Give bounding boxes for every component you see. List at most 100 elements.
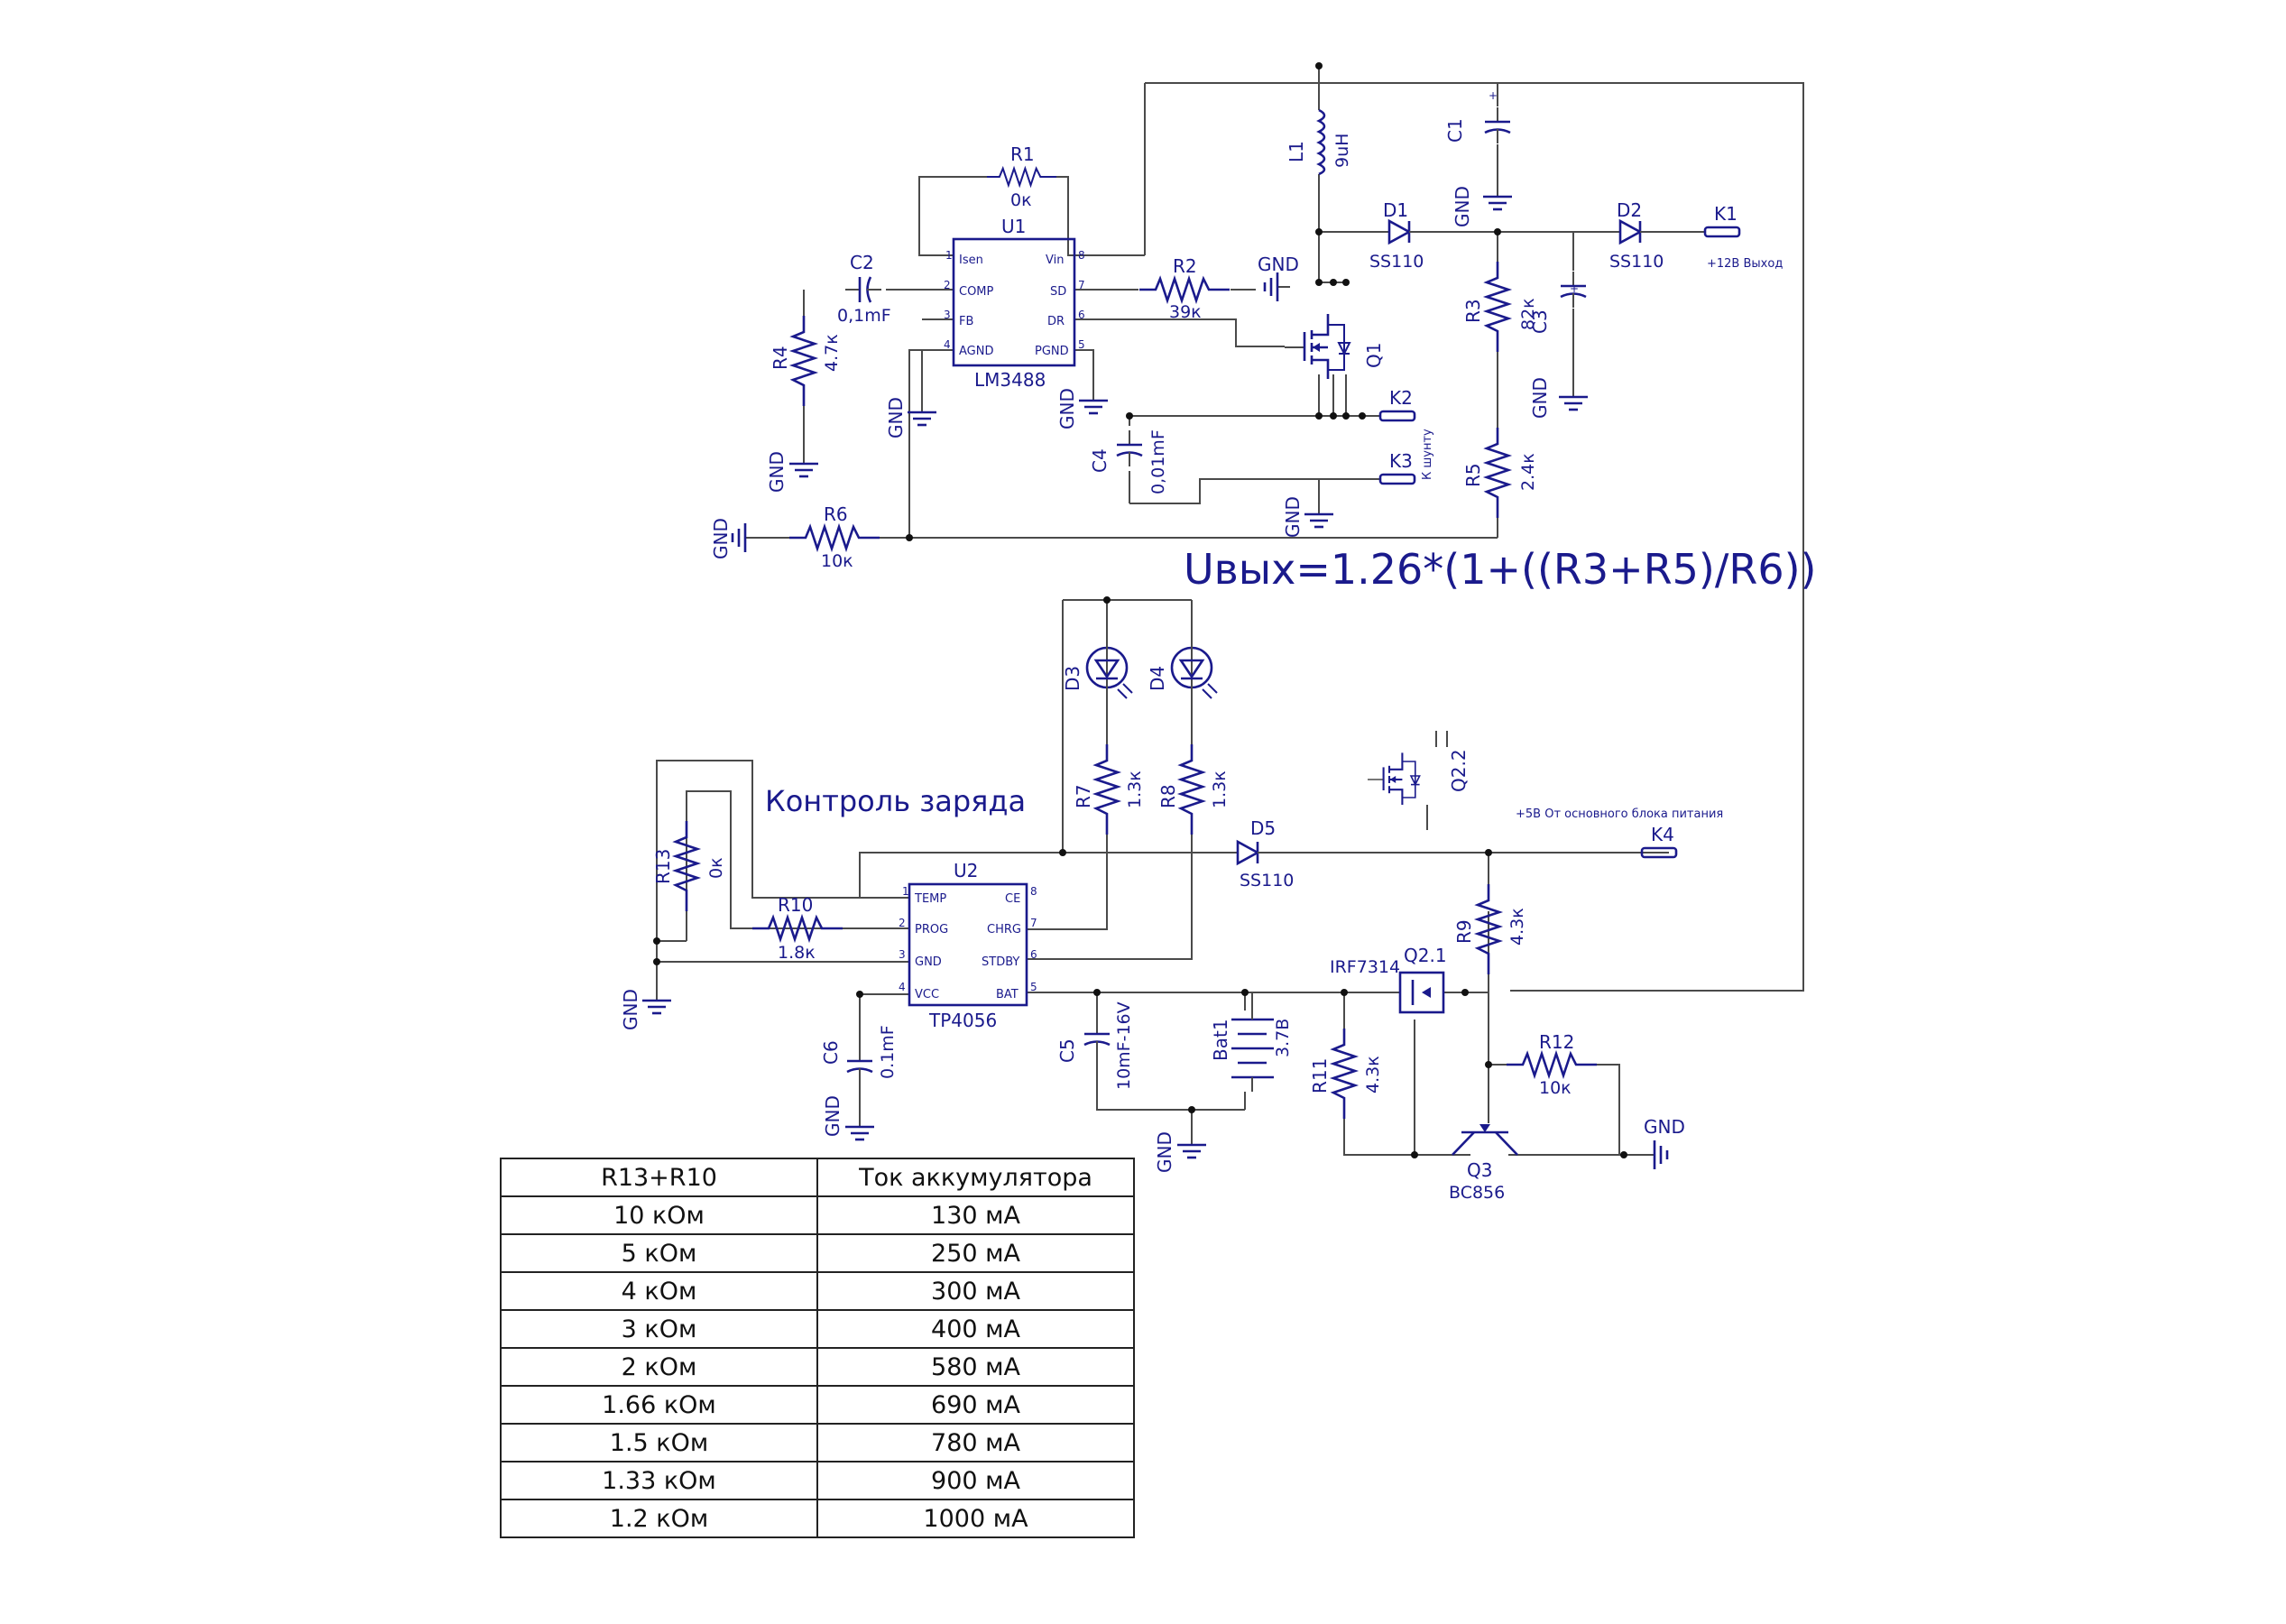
svg-text:1: 1 <box>902 885 909 898</box>
r9-ref: R9 <box>1453 919 1475 944</box>
u1-pin-vin: Vin <box>1046 254 1064 267</box>
table-header-cell: Ток аккумулятора <box>816 1158 1135 1197</box>
k3-ref: K3 <box>1389 450 1413 472</box>
bat1-ref: Bat1 <box>1210 1019 1231 1061</box>
q1-ref: Q1 <box>1363 343 1385 368</box>
svg-text:8: 8 <box>1030 885 1037 898</box>
u2-part: TP4056 <box>928 1010 997 1031</box>
table-cell: 780 мА <box>816 1423 1135 1463</box>
c6-ref: C6 <box>820 1040 842 1065</box>
l1-ref: L1 <box>1286 141 1307 162</box>
r3-value: 82к <box>1518 298 1538 330</box>
r9-value: 4.3к <box>1507 908 1527 946</box>
r10-value: 1.8к <box>778 943 816 963</box>
u2-pin-prog: PROG <box>915 923 948 937</box>
table-cell: 1.66 кОм <box>500 1385 818 1425</box>
r6-ref: R6 <box>824 503 848 525</box>
u1-pin-fb: FB <box>959 315 973 328</box>
output-voltage-formula: Uвых=1.26*(1+((R3+R5)/R6)) <box>1184 545 1817 594</box>
r5-value: 2.4к <box>1518 453 1538 491</box>
svg-text:7: 7 <box>1030 917 1037 929</box>
r4-ref: R4 <box>770 346 791 370</box>
u1-pin-agnd: AGND <box>959 345 993 358</box>
svg-text:3: 3 <box>944 309 951 321</box>
k1-ref: K1 <box>1714 203 1738 225</box>
table-cell: 10 кОм <box>500 1195 818 1235</box>
svg-text:2: 2 <box>944 279 951 291</box>
transistors: Q1 IRF7314 Q2.1 Q2.2 Q3 BC856 <box>1283 312 1518 1203</box>
q2-2-ref: Q2.2 <box>1448 749 1470 792</box>
battery-bat1: Bat1 3.7В <box>1210 992 1293 1092</box>
svg-text:GND: GND <box>885 397 907 438</box>
c6-value: 0.1mF <box>878 1025 898 1079</box>
svg-text:6: 6 <box>1078 309 1085 321</box>
table-cell: 2 кОм <box>500 1347 818 1387</box>
capacitors: + C1 C2 0,1mF + C3 C4 0,01mF C5 10mF-16V… <box>820 89 1588 1090</box>
u1-part: LM3488 <box>974 369 1046 391</box>
u1-pin-isen: Isen <box>959 254 983 267</box>
c4-ref: C4 <box>1089 448 1111 473</box>
wires-lower <box>656 599 1669 1156</box>
u2-pin-stdby: STDBY <box>982 955 1019 969</box>
svg-text:+: + <box>1489 89 1498 102</box>
u1-pin-dr: DR <box>1047 315 1065 328</box>
bat1-value: 3.7В <box>1273 1019 1293 1057</box>
c5-ref: C5 <box>1056 1038 1078 1063</box>
svg-text:GND: GND <box>620 989 641 1030</box>
k4-label: +5В От основного блока питания <box>1516 807 1723 821</box>
q3-part: BC856 <box>1449 1183 1505 1203</box>
u2-ref: U2 <box>954 860 978 881</box>
svg-text:GND: GND <box>1258 254 1299 275</box>
r6-value: 10к <box>821 551 853 571</box>
c2-value: 0,1mF <box>837 306 891 326</box>
table-cell: 580 мА <box>816 1347 1135 1387</box>
k1-label: +12В Выход <box>1707 257 1783 271</box>
r12-value: 10к <box>1539 1078 1572 1098</box>
svg-text:3: 3 <box>899 948 906 961</box>
r7-value: 1.3к <box>1125 770 1145 808</box>
svg-text:GND: GND <box>822 1095 843 1137</box>
diodes: D1 SS110 D2 SS110 D5 SS110 D3 D4 <box>1062 199 1664 890</box>
ic-u1: U1 LM3488 Isen COMP FB AGND Vin SD DR PG… <box>944 216 1085 391</box>
d4-ref: D4 <box>1147 666 1168 691</box>
svg-text:4: 4 <box>944 338 951 351</box>
table-cell: 900 мА <box>816 1461 1135 1500</box>
svg-text:7: 7 <box>1078 279 1085 291</box>
svg-text:GND: GND <box>766 451 788 493</box>
svg-text:GND: GND <box>1529 377 1551 419</box>
table-cell: 300 мА <box>816 1271 1135 1311</box>
u2-pin-gnd: GND <box>915 955 942 969</box>
k2-ref: K2 <box>1389 387 1413 409</box>
table-cell: 400 мА <box>816 1309 1135 1349</box>
table-cell: 1.2 кОм <box>500 1499 818 1538</box>
svg-text:GND: GND <box>1056 388 1078 429</box>
svg-text:4: 4 <box>899 981 906 993</box>
l1-value: 9uH <box>1332 134 1352 168</box>
u2-pin-ce: CE <box>1005 892 1020 906</box>
r1-value: 0к <box>1010 190 1032 210</box>
r13-ref: R13 <box>652 849 674 884</box>
r13-value: 0к <box>706 857 726 879</box>
wires-upper <box>756 66 1804 992</box>
charge-control-title: Контроль заряда <box>765 784 1026 818</box>
table-cell: 4 кОм <box>500 1271 818 1311</box>
q2-1-part: IRF7314 <box>1330 957 1400 977</box>
u2-pin-temp: TEMP <box>914 892 946 906</box>
table-cell: 250 мА <box>816 1233 1135 1273</box>
u1-pin-comp: COMP <box>959 285 994 299</box>
table-cell: 1000 мА <box>816 1499 1135 1538</box>
d3-ref: D3 <box>1062 666 1083 691</box>
table-cell: 690 мА <box>816 1385 1135 1425</box>
svg-text:2: 2 <box>899 917 906 929</box>
r4-value: 4.7к <box>822 334 842 372</box>
resistors: R1 0к R2 82к 39к R3 82к R4 4.7к R5 2.4к … <box>652 143 1599 1121</box>
r8-value: 1.3к <box>1210 770 1230 808</box>
